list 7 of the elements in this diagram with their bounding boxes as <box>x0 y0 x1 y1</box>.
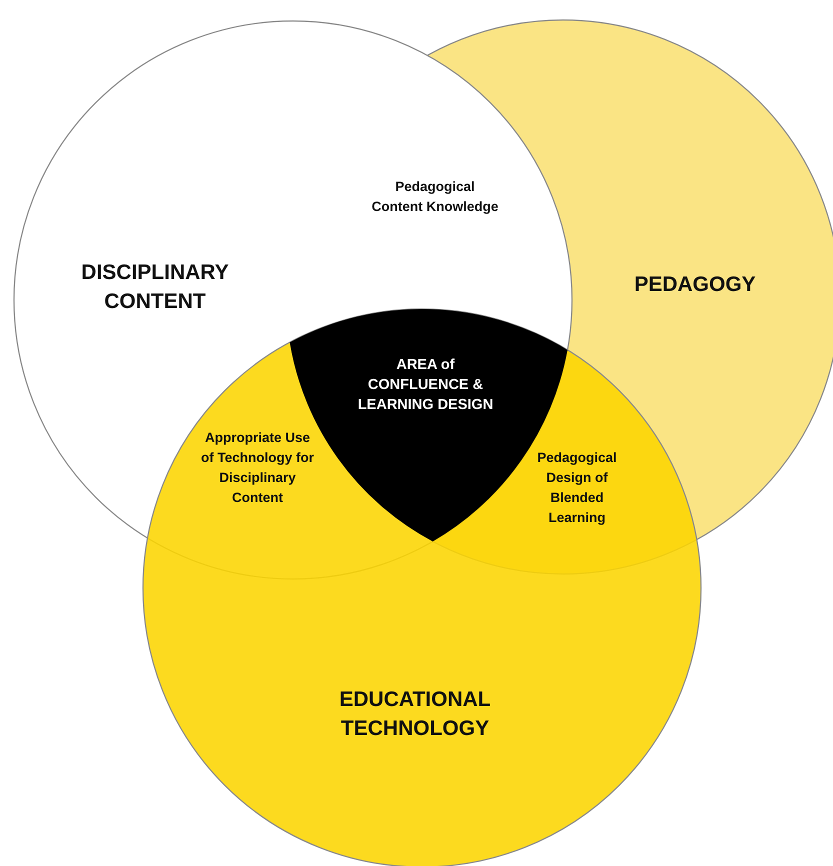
center-label: AREA of CONFLUENCE & LEARNING DESIGN <box>356 356 494 415</box>
region-label: Pedagogical Design of Blended Learning <box>536 449 618 527</box>
circle-label: EDUCATIONAL TECHNOLOGY <box>338 687 492 742</box>
region-label: Pedagogical Content Knowledge <box>370 178 500 216</box>
region-label: Appropriate Use of Technology for Disciplinary Content <box>200 429 315 507</box>
circle-label: PEDAGOGY <box>633 272 757 298</box>
circle-label: DISCIPLINARY CONTENT <box>80 260 230 315</box>
